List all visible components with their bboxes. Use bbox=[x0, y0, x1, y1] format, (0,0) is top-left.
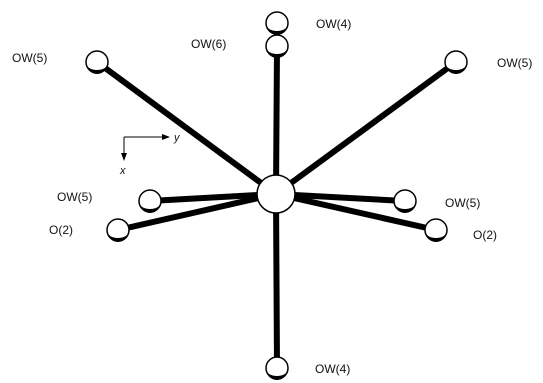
label-ow5-upper-right: OW(5) bbox=[497, 56, 532, 70]
axis-indicator: y x bbox=[119, 132, 181, 177]
atoms-group bbox=[85, 11, 468, 380]
atom-ow6-top bbox=[265, 34, 289, 58]
bond-ow4-bottom bbox=[273, 191, 280, 371]
bond-ow5-upper-right bbox=[273, 59, 459, 197]
bond-ow5-mid-right bbox=[273, 191, 408, 204]
bond-ow5-mid-left bbox=[147, 191, 279, 204]
axis-x-label: x bbox=[119, 165, 126, 177]
label-o2-left: O(2) bbox=[49, 223, 73, 237]
label-ow4-bottom: OW(4) bbox=[315, 362, 350, 376]
axis-y-label: y bbox=[173, 132, 181, 144]
atom-ow5-mid-left bbox=[138, 189, 162, 213]
label-ow4-top: OW(4) bbox=[316, 17, 351, 31]
bond-o2-right bbox=[273, 191, 439, 233]
label-ow5-mid-right: OW(5) bbox=[445, 196, 480, 210]
bond-ow5-upper-left bbox=[94, 59, 279, 197]
axis-y-arrowhead bbox=[162, 134, 170, 140]
labels-group: OW(4) OW(6) OW(5) OW(5) OW(5) O(2) OW(5)… bbox=[12, 17, 532, 376]
atom-ow4-top bbox=[265, 11, 289, 35]
atom-ow5-upper-right bbox=[444, 50, 468, 74]
label-o2-right: O(2) bbox=[473, 228, 497, 242]
atom-o2-right bbox=[424, 218, 448, 242]
atom-o2-left bbox=[106, 218, 130, 242]
atom-ow5-mid-right bbox=[393, 189, 417, 213]
atom-center bbox=[256, 174, 296, 214]
atom-ow5-upper-left bbox=[85, 50, 109, 74]
bond-ow6-top bbox=[273, 43, 280, 197]
axis-x-arrowhead bbox=[121, 153, 127, 161]
atom-ow4-bottom bbox=[265, 356, 289, 380]
label-ow6-top: OW(6) bbox=[191, 37, 226, 51]
bonds-group bbox=[94, 43, 459, 371]
bond-o2-left bbox=[115, 191, 279, 233]
label-ow5-upper-left: OW(5) bbox=[12, 51, 47, 65]
label-ow5-mid-left: OW(5) bbox=[57, 190, 92, 204]
